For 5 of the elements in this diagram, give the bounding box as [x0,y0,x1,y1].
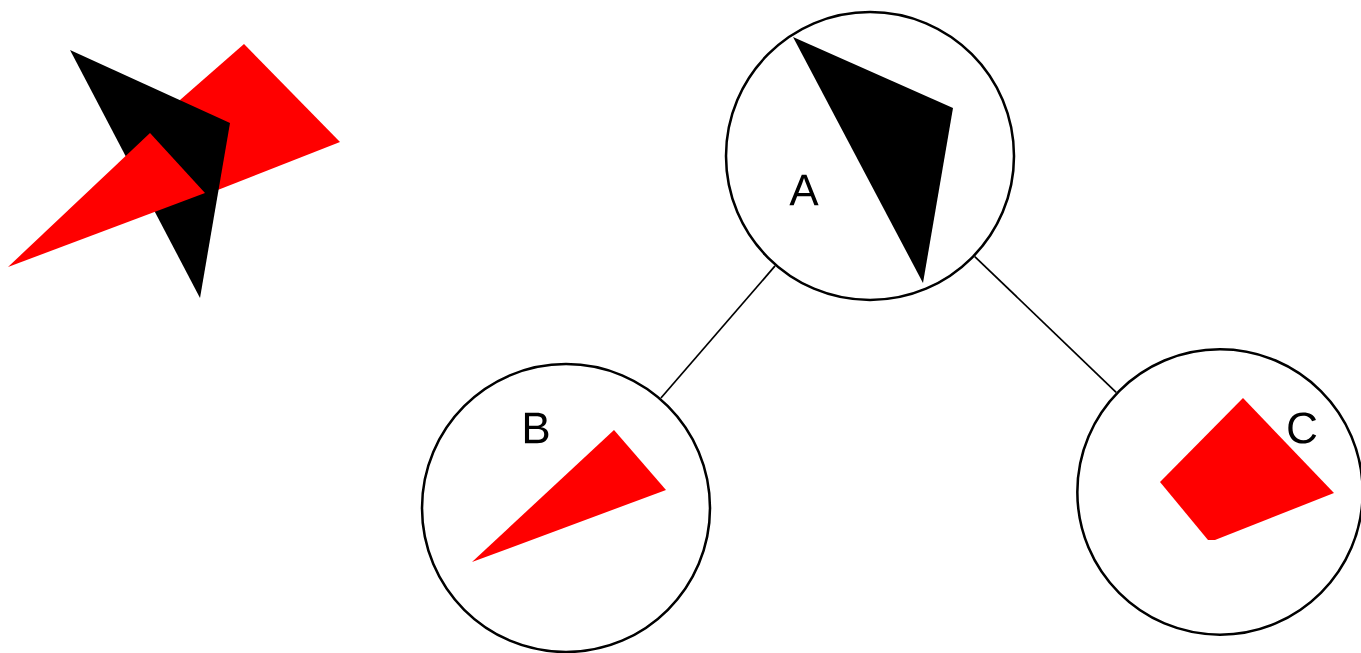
node-label: B [524,412,549,444]
node-label: C [1288,412,1317,444]
connector-line [660,265,776,399]
node-label: A [789,174,819,206]
connector-line [973,255,1118,394]
